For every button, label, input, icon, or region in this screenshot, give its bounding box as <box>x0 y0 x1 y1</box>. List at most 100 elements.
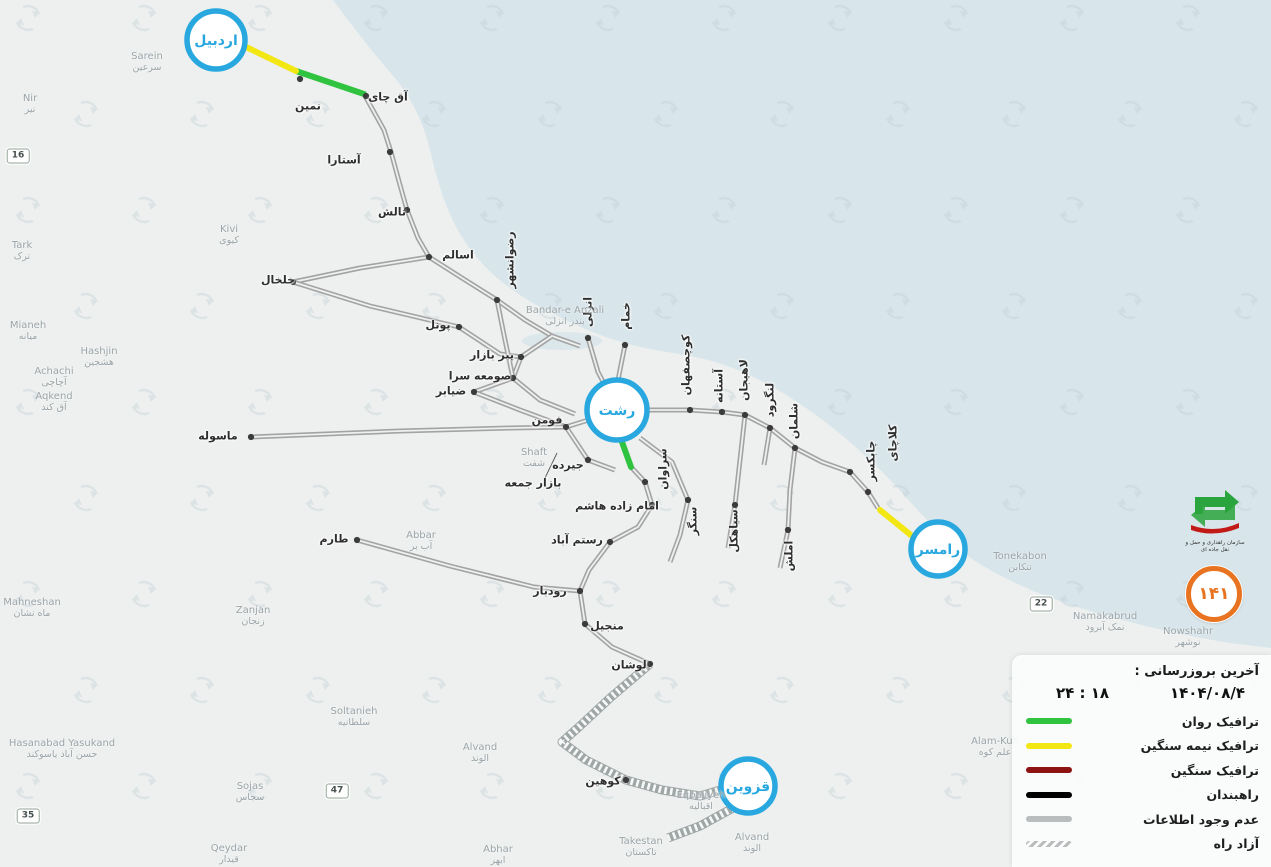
watermark-logo <box>943 580 969 608</box>
road-light <box>293 68 367 97</box>
town-dot <box>386 148 394 156</box>
legend-swatch <box>1026 816 1072 823</box>
watermark-logo <box>885 100 911 128</box>
legend-item: ترافیک روان <box>1012 709 1271 734</box>
watermark-logo <box>1117 292 1143 320</box>
legend-item: عدم وجود اطلاعات <box>1012 807 1271 832</box>
watermark-logo <box>131 580 157 608</box>
town-dot <box>576 587 584 595</box>
town-dot <box>296 75 304 83</box>
watermark-logo <box>827 772 853 800</box>
legend-item-label: راهبندان <box>1206 787 1259 803</box>
watermark-logo <box>537 292 563 320</box>
emergency-141-logo: ۱۴۱ <box>1186 566 1242 622</box>
watermark-logo <box>653 676 679 704</box>
road-freeway <box>558 661 725 800</box>
watermark-logo <box>15 4 41 32</box>
watermark-logo <box>131 388 157 416</box>
legend-item: راهبندان <box>1012 783 1271 808</box>
watermark-logo <box>479 196 505 224</box>
watermark-logo <box>711 196 737 224</box>
town-dot <box>455 323 463 331</box>
watermark-logo <box>247 580 273 608</box>
watermark-logo <box>537 484 563 512</box>
town-dot <box>425 253 433 261</box>
watermark-logo <box>595 196 621 224</box>
road-no_info <box>763 427 771 466</box>
city-marker: قزوین <box>718 756 778 816</box>
watermark-logo <box>15 772 41 800</box>
town-dot <box>791 444 799 452</box>
watermark-logo <box>73 676 99 704</box>
legend-item-label: ترافیک نیمه سنگین <box>1140 738 1259 754</box>
road-no_info <box>473 391 567 428</box>
watermark-logo <box>131 196 157 224</box>
town-dot <box>493 296 501 304</box>
road-no_info <box>496 299 514 379</box>
road-no_info <box>458 326 522 358</box>
watermark-logo <box>1117 100 1143 128</box>
town-dot <box>247 433 255 441</box>
watermark-logo <box>189 484 215 512</box>
town-dot <box>353 536 361 544</box>
road-semi_heavy <box>877 507 915 539</box>
watermark-logo <box>247 772 273 800</box>
watermark-logo <box>479 4 505 32</box>
watermark-logo <box>15 580 41 608</box>
emergency-141-number: ۱۴۱ <box>1198 584 1230 604</box>
town-dot <box>718 408 726 416</box>
watermark-logo <box>363 580 389 608</box>
legend-item-label: ترافیک سنگین <box>1170 762 1259 778</box>
road-freeway <box>666 804 735 842</box>
watermark-logo <box>247 388 273 416</box>
watermark-logo <box>363 4 389 32</box>
city-circle <box>584 377 650 443</box>
town-dot <box>606 538 614 546</box>
town-dot <box>864 488 872 496</box>
watermark-logo <box>305 484 331 512</box>
watermark-logo <box>943 772 969 800</box>
watermark-logo <box>943 196 969 224</box>
watermark-logo <box>537 676 563 704</box>
road-no_info <box>512 377 576 415</box>
watermark-logo <box>131 4 157 32</box>
watermark-logo <box>827 580 853 608</box>
watermark-logo <box>305 100 331 128</box>
watermark-logo <box>827 196 853 224</box>
town-dot <box>517 353 525 361</box>
legend-swatch <box>1026 742 1072 749</box>
watermark-logo <box>305 676 331 704</box>
caspian-sea <box>333 0 1271 648</box>
road-organization-logo: سازمان راهداری و حمل و نقل جاده ای <box>1184 487 1246 554</box>
city-circle <box>184 8 248 72</box>
legend-item: ترافیک سنگین <box>1012 758 1271 783</box>
watermark-logo <box>943 388 969 416</box>
town-dot <box>686 406 694 414</box>
watermark-logo <box>363 388 389 416</box>
watermark-logo <box>711 580 737 608</box>
town-dot <box>509 374 517 382</box>
city-marker: رشت <box>584 377 650 443</box>
watermark-logo <box>421 676 447 704</box>
legend-item-label: ترافیک روان <box>1181 713 1259 729</box>
watermark-logo <box>247 196 273 224</box>
legend-datetime: ۱۴۰۴/۰۸/۴ ۱۸ : ۲۴ <box>1012 681 1271 709</box>
watermark-logo <box>769 292 795 320</box>
road-no_info <box>363 93 430 258</box>
watermark-logo <box>769 676 795 704</box>
road-no_info <box>250 426 567 438</box>
watermark-logo <box>1175 196 1201 224</box>
town-dot <box>562 423 570 431</box>
watermark-logo <box>479 580 505 608</box>
road-leader <box>544 452 558 479</box>
watermark-logo <box>653 484 679 512</box>
legend-date: ۱۴۰۴/۰۸/۴ <box>1169 684 1245 702</box>
watermark-logo <box>363 772 389 800</box>
legend-panel: آخرین بروزرسانی : ۱۴۰۴/۰۸/۴ ۱۸ : ۲۴ تراف… <box>1012 655 1271 867</box>
watermark-logo <box>885 676 911 704</box>
watermark-logo <box>711 4 737 32</box>
legend-swatch <box>1026 718 1072 725</box>
town-dot <box>784 526 792 534</box>
watermark-logo <box>1001 292 1027 320</box>
watermark-logo <box>305 292 331 320</box>
